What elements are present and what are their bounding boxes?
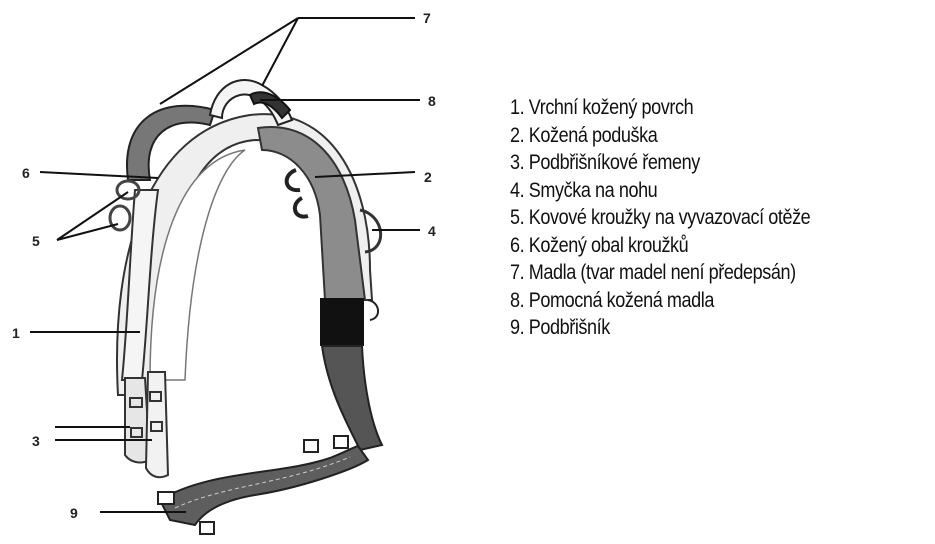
legend-item-1: 1. Vrchní kožený povrch: [510, 94, 810, 122]
girth-buckle-left: [158, 492, 174, 504]
legend-item-2: 2. Kožená poduška: [510, 122, 810, 150]
callout-9: 9: [70, 505, 78, 521]
legend-item-8: 8. Pomocná kožená madla: [510, 287, 810, 315]
girth-strap-b: [146, 372, 168, 477]
legend-item-4: 4. Smyčka na nohu: [510, 177, 810, 205]
legend-item-5: 5. Kovové kroužky na vyvazovací otěže: [510, 204, 810, 232]
metal-ring-lower: [110, 206, 130, 230]
girth: [160, 446, 368, 525]
callout-4: 4: [428, 223, 436, 239]
legend-item-7: 7. Madla (tvar madel není předepsán): [510, 259, 810, 287]
small-buckle-right: [368, 300, 378, 320]
girth-buckle-bottom: [200, 522, 214, 534]
callout-3: 3: [32, 433, 40, 449]
callout-2: 2: [424, 169, 432, 185]
leather-band: [320, 298, 364, 346]
callout-5: 5: [32, 233, 40, 249]
legend-list: 1. Vrchní kožený povrch 2. Kožená podušk…: [510, 94, 859, 342]
legend-item-3: 3. Podbřišníkové řemeny: [510, 149, 810, 177]
girth-buckle-right-1: [304, 440, 318, 452]
leather-pad: [258, 127, 365, 300]
loop-right-lower: [295, 198, 308, 217]
leader-5-a: [57, 192, 128, 240]
legend-item-9: 9. Podbřišník: [510, 314, 810, 342]
callout-6: 6: [22, 165, 30, 181]
callout-8: 8: [428, 93, 436, 109]
loop-right-upper: [287, 170, 300, 190]
callout-1: 1: [12, 325, 20, 341]
legend-item-6: 6. Kožený obal kroužků: [510, 232, 810, 260]
right-strap: [322, 346, 382, 450]
girth-buckle-right-2: [334, 436, 348, 448]
leader-5-b: [57, 224, 118, 240]
callout-7: 7: [423, 10, 431, 26]
